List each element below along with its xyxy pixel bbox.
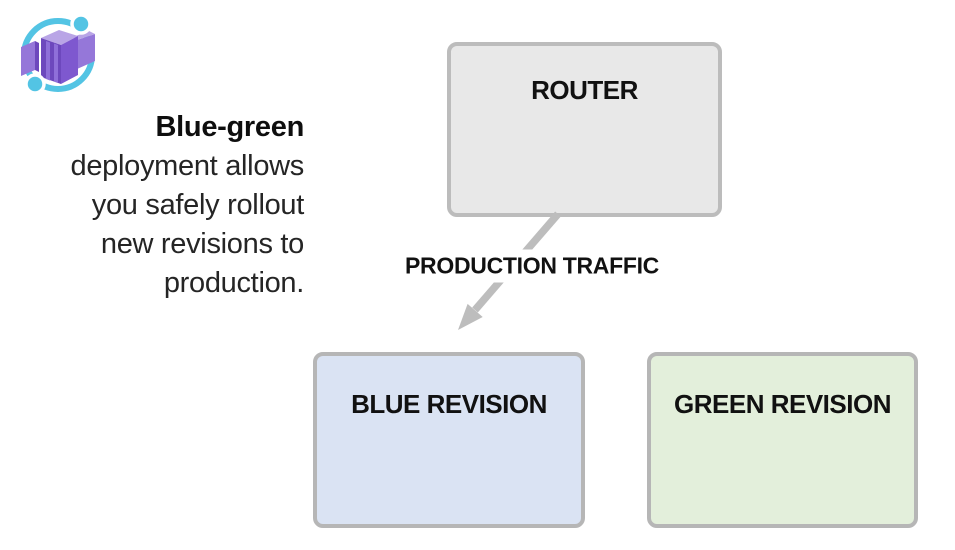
router-box: ROUTER — [447, 42, 722, 217]
green-revision-box: GREEN REVISION — [647, 352, 918, 528]
intro-heading: Blue-green — [155, 111, 305, 143]
blue-revision-box: BLUE REVISION — [313, 352, 585, 528]
intro-line: new revisions to — [100, 228, 304, 260]
green-revision-label: GREEN REVISION — [674, 389, 891, 419]
intro-line: deployment allows — [70, 150, 305, 182]
intro-line: you safely rollout — [91, 189, 305, 221]
intro-line: production. — [163, 267, 304, 299]
intro-text: Blue-green deployment allows you safely … — [28, 108, 305, 303]
azure-container-apps-logo-icon — [21, 13, 95, 95]
blue-revision-label: BLUE REVISION — [351, 389, 547, 419]
router-label: ROUTER — [531, 75, 638, 105]
production-traffic-label: PRODUCTION TRAFFIC — [397, 249, 667, 283]
